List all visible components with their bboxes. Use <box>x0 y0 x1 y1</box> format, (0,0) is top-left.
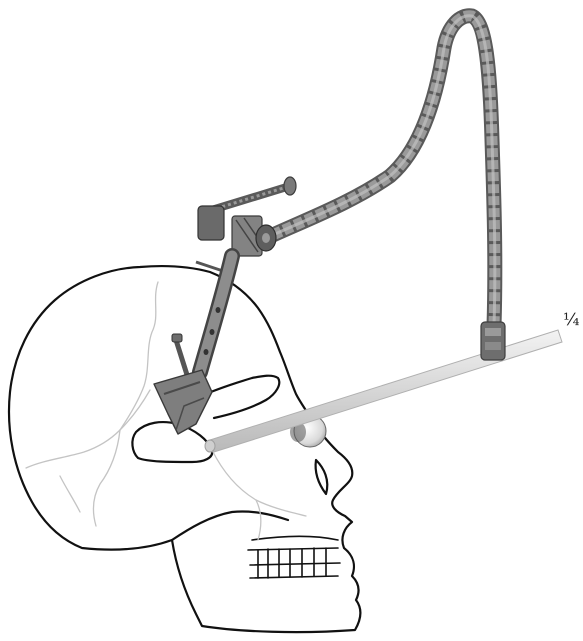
wand-rod <box>205 330 562 452</box>
skull-drawing <box>9 266 360 632</box>
flexible-arm <box>262 16 495 326</box>
teeth <box>248 536 340 578</box>
retractor-clamp <box>154 256 232 434</box>
mandible-line <box>172 511 288 540</box>
rod-clamp <box>481 322 505 360</box>
nasal-cavity <box>316 460 328 494</box>
zygomatic-arch <box>132 422 212 462</box>
fraction-label: ¼ <box>563 312 579 329</box>
